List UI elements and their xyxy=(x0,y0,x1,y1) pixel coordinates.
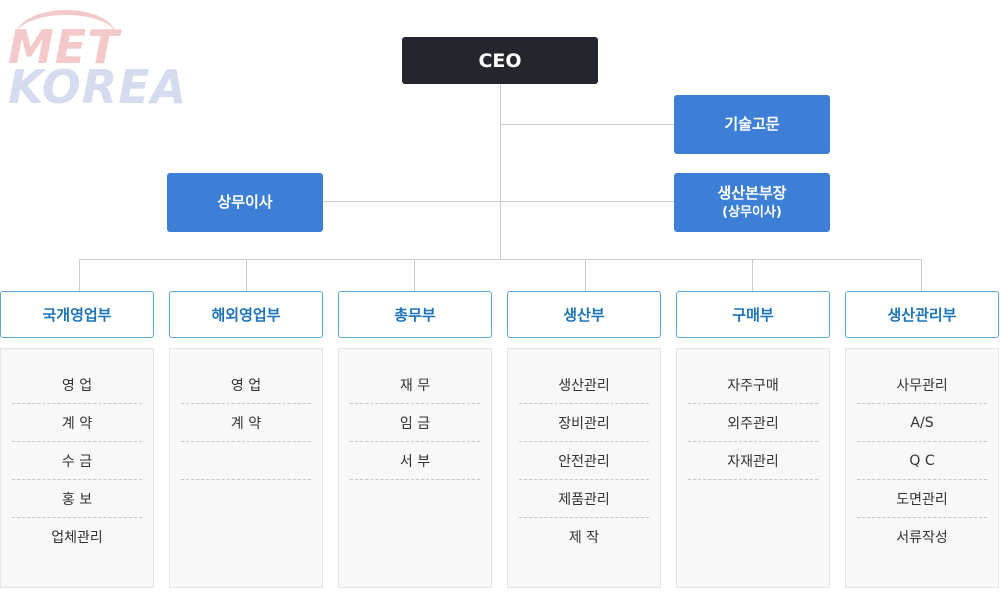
task-item: 도면관리 xyxy=(857,480,987,518)
ceo-label: CEO xyxy=(478,49,522,72)
department-name: 생산관리부 xyxy=(887,306,957,324)
logo-text-korea: KOREA xyxy=(8,60,188,114)
logo-text-met: MET xyxy=(8,20,120,74)
department-task-panel: 재 무 임 금 서 부 xyxy=(338,348,492,588)
dept-drop-line xyxy=(585,259,586,291)
department-box: 총무부 xyxy=(338,291,492,338)
department-name: 국개영업부 xyxy=(42,306,112,324)
task-item: 업체관리 xyxy=(51,530,103,546)
department-task-panel: 영 업 계 약 수 금 홍 보 업체관리 xyxy=(0,348,154,588)
dept-drop-line xyxy=(79,259,80,291)
department-task-panel: 생산관리 장비관리 안전관리 제품관리 제 작 xyxy=(507,348,661,588)
task-item: A/S xyxy=(857,404,987,442)
task-item: 홍 보 xyxy=(12,480,142,518)
dept-drop-line xyxy=(921,259,922,291)
task-item: 수 금 xyxy=(12,442,142,480)
production-head-box: 생산본부장 (상무이사) xyxy=(674,173,830,232)
production-head-title: 생산본부장 xyxy=(717,183,787,202)
task-item: 서류작성 xyxy=(896,530,948,546)
advisor-label: 기술고문 xyxy=(724,115,780,133)
task-item: 외주관리 xyxy=(688,404,818,442)
department-name: 구매부 xyxy=(732,306,774,324)
ceo-box: CEO xyxy=(402,37,598,84)
ceo-trunk-line xyxy=(500,84,501,260)
advisor-box: 기술고문 xyxy=(674,95,830,154)
task-item: 영 업 xyxy=(12,366,142,404)
task-item: 자재관리 xyxy=(688,442,818,480)
task-item: 계 약 xyxy=(181,404,311,442)
logo-arc xyxy=(16,10,116,61)
task-item: 제 작 xyxy=(568,530,600,546)
department-box: 국개영업부 xyxy=(0,291,154,338)
department-box: 구매부 xyxy=(676,291,830,338)
company-logo: MET KOREA xyxy=(8,10,198,114)
task-item: 자주구매 xyxy=(688,366,818,404)
production-head-subtitle: (상무이사) xyxy=(722,204,782,220)
task-item: 장비관리 xyxy=(519,404,649,442)
department-task-panel: 영 업 계 약 xyxy=(169,348,323,588)
department-name: 해외영업부 xyxy=(211,306,281,324)
department-box: 해외영업부 xyxy=(169,291,323,338)
department-bus-line xyxy=(79,259,922,260)
department-task-panel: 자주구매 외주관리 자재관리 xyxy=(676,348,830,588)
department-name: 생산부 xyxy=(563,306,605,324)
department-task-panel: 사무관리 A/S Q C 도면관리 서류작성 xyxy=(845,348,999,588)
task-item: 안전관리 xyxy=(519,442,649,480)
department-box: 생산부 xyxy=(507,291,661,338)
task-item: 임 금 xyxy=(350,404,480,442)
dept-drop-line xyxy=(752,259,753,291)
managing-director-box: 상무이사 xyxy=(167,173,323,232)
department-name: 총무부 xyxy=(394,306,436,324)
task-item: 계 약 xyxy=(12,404,142,442)
task-item: 서 부 xyxy=(350,442,480,480)
advisor-connector xyxy=(500,124,674,125)
task-item: Q C xyxy=(857,442,987,480)
executive-connector xyxy=(323,201,674,202)
dept-drop-line xyxy=(414,259,415,291)
task-item: 재 무 xyxy=(350,366,480,404)
task-item: 영 업 xyxy=(181,366,311,404)
task-item: 제품관리 xyxy=(519,480,649,518)
managing-director-label: 상무이사 xyxy=(217,193,273,211)
task-item: 사무관리 xyxy=(857,366,987,404)
task-item xyxy=(181,442,311,480)
department-box: 생산관리부 xyxy=(845,291,999,338)
task-item: 생산관리 xyxy=(519,366,649,404)
dept-drop-line xyxy=(246,259,247,291)
